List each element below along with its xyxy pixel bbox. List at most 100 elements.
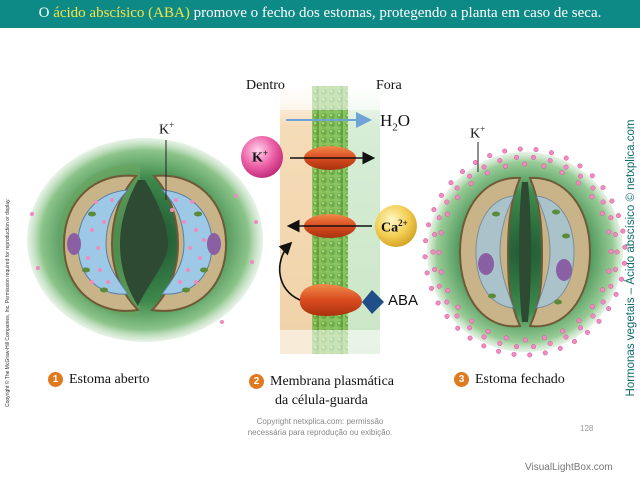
k-ion-dot — [481, 164, 487, 170]
k-ion-dot — [600, 299, 606, 305]
k-ion-dot — [436, 283, 442, 289]
title-prefix: O — [38, 5, 54, 21]
k-ion-dot — [454, 185, 460, 191]
k-ion-dot — [547, 158, 553, 164]
k-ion-dot — [424, 270, 430, 276]
k-ion-dot — [422, 254, 428, 260]
k-ion-dot — [600, 287, 606, 293]
k-ion-dot — [542, 350, 548, 356]
k-ion-dot — [429, 285, 435, 291]
open-stoma — [27, 138, 263, 342]
k-ion-dot — [531, 344, 537, 350]
page-number: 128 — [580, 424, 594, 433]
k-ion-dot — [432, 231, 438, 237]
k-ion-dot — [548, 150, 554, 156]
k-ion-dot — [542, 335, 548, 341]
k-ion-dot — [455, 325, 461, 331]
k-ion-dot — [577, 325, 583, 331]
k-ion-dot — [436, 215, 442, 221]
k-ion-dot — [590, 304, 596, 310]
k-ion-ring — [422, 146, 628, 358]
k-ion-dot — [497, 158, 503, 164]
k-ion-dot — [430, 249, 436, 255]
k-ion-dot — [487, 153, 493, 159]
k-ion-dot — [444, 299, 450, 305]
k-ion-dot — [608, 249, 614, 255]
k-ion-dot — [599, 210, 605, 216]
k-ion-dot — [432, 267, 438, 273]
k-ion-dot — [445, 288, 451, 294]
k-ion-dot — [559, 169, 565, 175]
k-ion-dot — [467, 325, 473, 331]
k-ion-dot — [503, 163, 509, 169]
title-suffix: promove o fecho dos estomas, protegendo … — [189, 5, 602, 21]
k-ion-dot — [473, 159, 479, 165]
k-ion-dot — [547, 340, 553, 346]
title-highlight: ácido abscísico (ABA) — [53, 5, 190, 21]
k-ion-dot — [589, 173, 595, 179]
closed-stoma — [422, 142, 628, 358]
header-bar — [0, 0, 640, 28]
k-ion-dot — [577, 173, 583, 179]
slide-title: O ácido abscísico (ABA) promove o fecho … — [0, 5, 640, 22]
k-ion-dot — [497, 340, 503, 346]
k-ion-dot — [527, 352, 533, 358]
k-ion-dot — [522, 161, 528, 167]
k-ion-dot — [423, 238, 429, 244]
k-ion-dot — [448, 180, 454, 186]
k-ion-dot — [444, 211, 450, 217]
step1-badge: 1 — [48, 372, 63, 387]
step2-badge: 2 — [249, 374, 264, 389]
k-ion-dot — [455, 194, 461, 200]
k-ion-dot — [612, 231, 618, 237]
membrane-panel — [241, 86, 417, 354]
k-ion-dot — [438, 192, 444, 198]
k-ion-dot — [438, 230, 444, 236]
k-ion-dot — [577, 163, 583, 169]
k-ion-dot — [438, 269, 444, 275]
k-ion-dot — [455, 304, 461, 310]
k-ion-dot — [469, 318, 475, 324]
k-ion-dot — [481, 343, 487, 349]
k-ion-dot — [563, 164, 569, 170]
k-ion-dot — [496, 348, 502, 354]
k-ion-dot — [511, 351, 517, 357]
k-ion-dot — [572, 339, 578, 345]
k-ion-dot — [533, 147, 539, 153]
k-ion-dot — [620, 228, 626, 234]
k-ion-dot — [467, 335, 473, 341]
k-ion-dot — [576, 318, 582, 324]
k-ion-dot — [608, 215, 614, 221]
k-ion-dot — [560, 328, 566, 334]
k-ion-dot — [484, 170, 490, 176]
k-ion-dot — [622, 244, 628, 250]
k-ion-dot — [467, 173, 473, 179]
k-ion-dot — [435, 300, 441, 306]
left-k-label: K+ — [159, 120, 175, 138]
k-ion-dot — [557, 345, 563, 351]
k-ion-dot — [621, 260, 627, 266]
k-ion-dot — [613, 291, 619, 297]
k-ion-dot — [596, 318, 602, 324]
k-ion-dot — [444, 313, 450, 319]
k-ion-dot — [614, 249, 620, 255]
outside-label: Fora — [376, 78, 402, 93]
k-ion-label: K+ — [252, 148, 269, 166]
k-ion-dot — [619, 276, 625, 282]
k-ion-dot — [606, 268, 612, 274]
ca-ion-label: Ca2+ — [381, 218, 408, 236]
k-ion-dot — [531, 154, 537, 160]
water-label: H2O — [380, 111, 411, 134]
k-ion-dot — [522, 337, 528, 343]
aba-label: ABA — [388, 292, 419, 309]
k-ion-dot — [436, 249, 442, 255]
watermark: VisualLightBox.com — [525, 462, 613, 473]
inside-label: Dentro — [246, 78, 285, 93]
right-k-label: K+ — [470, 124, 486, 142]
k-ion-dot — [585, 329, 591, 335]
